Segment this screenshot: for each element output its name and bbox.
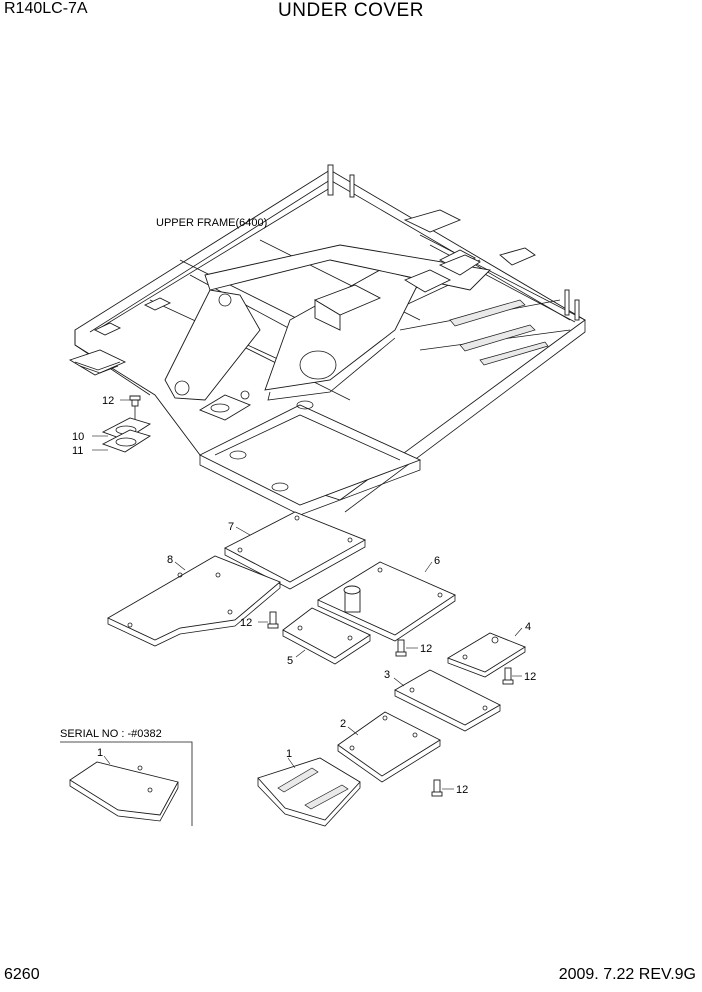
callout-2: 2 (340, 718, 346, 730)
callout-12-left: 12 (240, 617, 252, 629)
callout-7: 7 (228, 521, 234, 533)
callout-1-inset: 1 (97, 747, 103, 759)
gasket-assembly (101, 395, 152, 453)
revision-date: 2009. 7.22 REV.9G (558, 966, 696, 983)
callout-4: 4 (525, 621, 531, 633)
callout-5: 5 (287, 655, 293, 667)
model-number: R140LC-7A (4, 0, 88, 17)
upper-frame-label: UPPER FRAME(6400) (156, 217, 267, 229)
callout-1: 1 (286, 748, 292, 760)
callout-6: 6 (434, 555, 440, 567)
bolt-12-left (267, 611, 279, 629)
serial-inset (60, 741, 193, 826)
callout-12-right: 12 (524, 671, 536, 683)
cover-4 (446, 632, 526, 678)
callout-12-bottom: 12 (456, 784, 468, 796)
upper-frame (68, 164, 586, 516)
bolt-12-right (502, 667, 514, 685)
serial-number-note: SERIAL NO : -#0382 (60, 728, 162, 740)
callout-12-top: 12 (102, 395, 114, 407)
callout-8: 8 (167, 554, 173, 566)
cover-6 (317, 561, 456, 642)
callout-12-mid: 12 (420, 643, 432, 655)
cover-7 (224, 511, 367, 590)
page-number: 6260 (4, 966, 40, 983)
bolt-12-bottom (431, 779, 443, 797)
cover-1 (257, 757, 361, 827)
callout-10: 10 (72, 431, 84, 443)
cover-8 (107, 555, 281, 647)
cover-2 (337, 711, 441, 783)
cover-5 (282, 607, 371, 665)
cover-3 (394, 669, 501, 732)
page-title: UNDER COVER (278, 0, 424, 21)
bolt-12-mid (395, 639, 407, 657)
callout-3: 3 (384, 669, 390, 681)
callout-11: 11 (72, 445, 83, 457)
